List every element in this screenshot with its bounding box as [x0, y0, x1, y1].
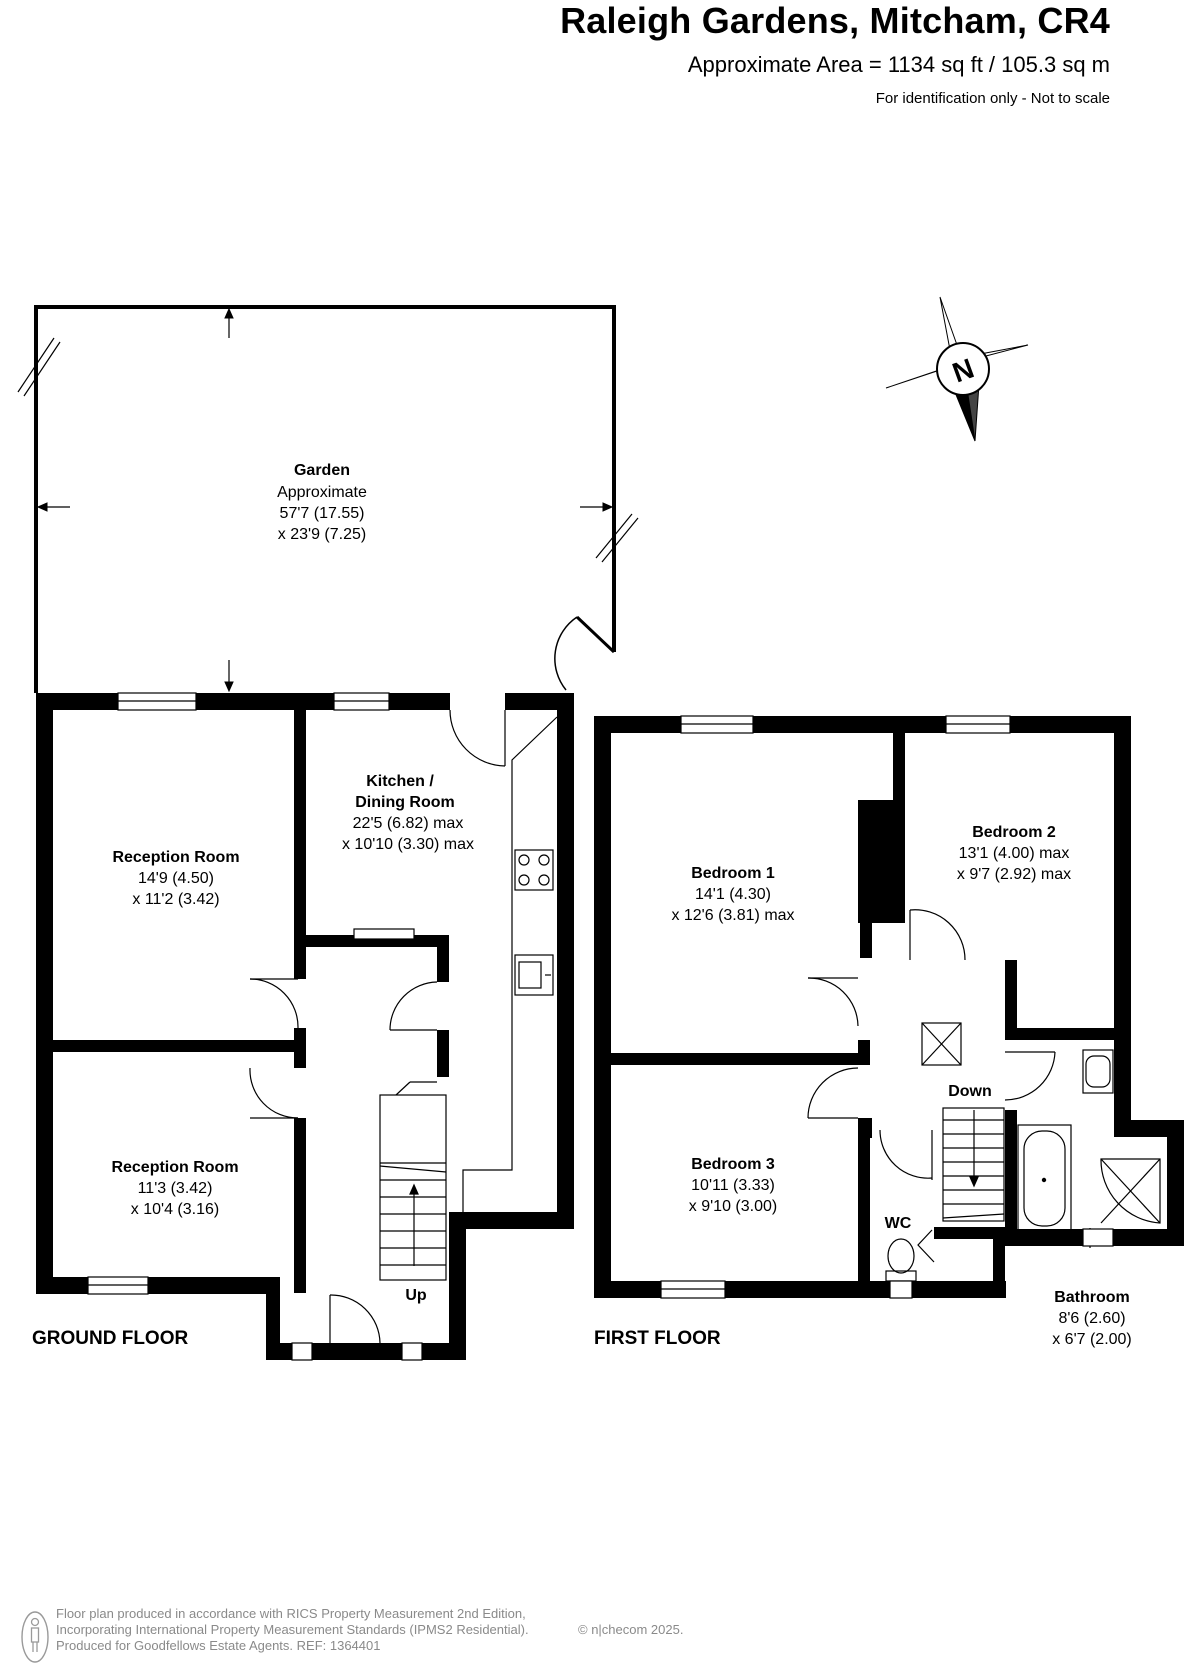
reception-room-2-length: 11'3 (3.42)	[138, 1180, 213, 1197]
ground-floor-walls	[36, 693, 574, 1360]
garden-width: x 23'9 (7.25)	[278, 526, 366, 543]
stairs-up-label: Up	[405, 1287, 427, 1304]
footer-line-1: Floor plan produced in accordance with R…	[56, 1606, 526, 1621]
reception-room-2-width: x 10'4 (3.16)	[131, 1201, 219, 1218]
bathroom-label: Bathroom	[1054, 1289, 1130, 1306]
bedroom-2-width: x 9'7 (2.92) max	[957, 866, 1071, 883]
garden-label: Garden	[294, 462, 350, 479]
first-floor-fittings	[807, 909, 1161, 1282]
bedroom-3-label: Bedroom 3	[691, 1156, 775, 1173]
footer: Floor plan produced in accordance with R…	[56, 1606, 683, 1654]
first-floor-windows	[660, 715, 1114, 1299]
compass-rose-icon	[885, 296, 1029, 442]
bedroom-2-label: Bedroom 2	[972, 824, 1056, 841]
approximate-area: Approximate Area = 1134 sq ft / 105.3 sq…	[687, 52, 1110, 77]
kitchen-width: x 10'10 (3.30) max	[342, 836, 474, 853]
ground-floor-label: GROUND FLOOR	[32, 1328, 188, 1349]
footer-line-2: Incorporating International Property Mea…	[56, 1622, 529, 1637]
stairs-down-label: Down	[948, 1083, 992, 1100]
garden-length: 57'7 (17.55)	[280, 505, 365, 522]
reception-room-1-label: Reception Room	[112, 849, 239, 866]
bathroom-length: 8'6 (2.60)	[1058, 1310, 1125, 1327]
footer-line-3: Produced for Goodfellows Estate Agents. …	[56, 1638, 381, 1653]
bedroom-1-width: x 12'6 (3.81) max	[671, 907, 794, 924]
bedroom-2-length: 13'1 (4.00) max	[959, 845, 1070, 862]
scale-disclaimer: For identification only - Not to scale	[875, 90, 1110, 107]
bedroom-3-width: x 9'10 (3.00)	[689, 1198, 777, 1215]
first-floor-label: FIRST FLOOR	[594, 1328, 721, 1349]
kitchen-label-1: Kitchen /	[366, 773, 434, 790]
garden-area	[17, 305, 639, 693]
page-title: Raleigh Gardens, Mitcham, CR4	[560, 0, 1110, 41]
reception-room-2-label: Reception Room	[111, 1159, 238, 1176]
reception-room-1-width: x 11'2 (3.42)	[132, 891, 219, 908]
bathroom-width: x 6'7 (2.00)	[1052, 1331, 1132, 1348]
reception-room-1-length: 14'9 (4.50)	[138, 870, 214, 887]
kitchen-label-2: Dining Room	[355, 794, 455, 811]
bedroom-1-length: 14'1 (4.30)	[695, 886, 771, 903]
person-icon	[21, 1611, 49, 1663]
copyright: © n|checom 2025.	[578, 1622, 684, 1637]
kitchen-length: 22'5 (6.82) max	[353, 815, 464, 832]
bedroom-1-label: Bedroom 1	[691, 865, 775, 882]
first-floor-walls	[594, 716, 1184, 1298]
garden-approx: Approximate	[277, 484, 367, 501]
ground-floor-fittings	[249, 709, 558, 1344]
bedroom-3-length: 10'11 (3.33)	[691, 1177, 775, 1194]
ground-floor-windows	[87, 692, 423, 1361]
wc-label: WC	[885, 1215, 912, 1232]
